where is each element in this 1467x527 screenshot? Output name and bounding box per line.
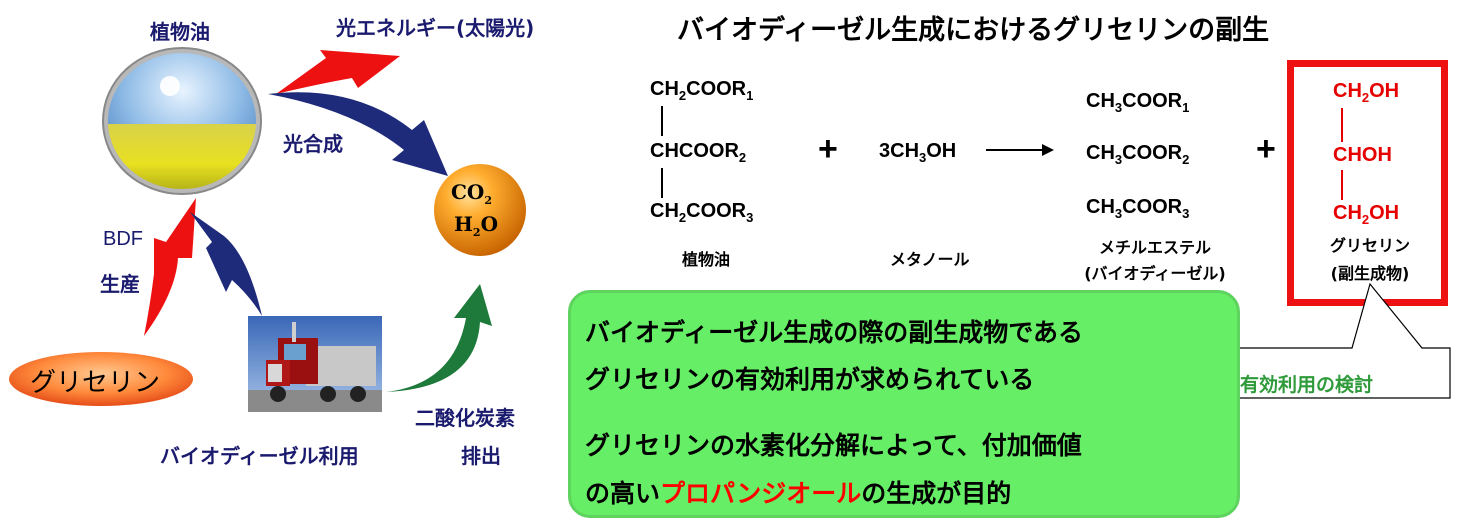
glycerin-line3: CH2OH <box>1333 202 1400 227</box>
methanol-formula: 3CH3OH <box>879 140 957 165</box>
ester-line2: CH3COOR2 <box>1086 142 1190 167</box>
reactant-line2: CHCOOR2 <box>650 140 747 165</box>
sunlight-label: 光エネルギー(太陽光) <box>336 16 535 40</box>
glycerin-label-1: グリセリン <box>1329 236 1410 255</box>
co2-emission-label-line2: 排出 <box>461 444 501 468</box>
h2o-formula: H2O <box>454 212 498 239</box>
ester-label-2: (バイオディーゼル) <box>1084 264 1226 283</box>
methanol-label: メタノール <box>890 250 970 269</box>
reaction-arrow-icon <box>986 144 1054 156</box>
summary-box <box>568 290 1240 518</box>
glycerin-bond-1 <box>1341 108 1343 142</box>
summary-line2: グリセリンの有効利用が求められている <box>585 365 1035 394</box>
glycerin-line1: CH2OH <box>1333 80 1400 105</box>
ester-line1: CH3COOR1 <box>1086 90 1190 115</box>
co2-formula: CO2 <box>451 180 492 207</box>
callout-label: 有効利用の検討 <box>1240 374 1374 396</box>
ester-label-1: メチルエステル <box>1098 238 1211 257</box>
propanediol-highlight: プロパンジオール <box>660 479 862 508</box>
reactant-bond-2 <box>661 168 663 198</box>
glycerin-line2: CHOH <box>1333 144 1392 166</box>
glycerin-bond-2 <box>1341 170 1343 200</box>
photosynthesis-arrow-icon <box>268 92 448 176</box>
rapeseed-field-image <box>102 47 262 195</box>
co2-emission-arrow-icon <box>386 284 492 392</box>
callout-bubble <box>1233 282 1451 399</box>
glycerin-oval <box>9 352 193 406</box>
reaction-title: バイオディーゼル生成におけるグリセリンの副生 <box>677 15 1270 46</box>
reactant-line3: CH2COOR3 <box>650 200 754 225</box>
reactant-label: 植物油 <box>682 250 731 269</box>
photosynthesis-label: 光合成 <box>283 132 343 156</box>
summary-line1: バイオディーゼル生成の際の副生成物である <box>585 318 1084 347</box>
production-label: 生産 <box>100 272 140 296</box>
bdf-label: BDF <box>103 228 143 250</box>
summary-line4: の高いプロパンジオールの生成が目的 <box>585 479 1012 508</box>
ester-line3: CH3COOR3 <box>1086 196 1190 221</box>
plus-sign-1: + <box>818 130 838 168</box>
reactant-bond-1 <box>661 106 663 136</box>
truck-image <box>248 316 382 412</box>
bdf-production-arrow-icon <box>144 198 262 336</box>
co2-h2o-sphere <box>434 164 526 256</box>
summary-line3: グリセリンの水素化分解によって、付加価値 <box>585 431 1082 460</box>
biodiesel-use-label: バイオディーゼル利用 <box>160 444 359 468</box>
plus-sign-2: + <box>1256 130 1276 168</box>
sunlight-arrow-icon <box>276 50 400 94</box>
plant-oil-label: 植物油 <box>150 20 210 44</box>
co2-emission-label-line1: 二酸化炭素 <box>415 406 515 430</box>
glycerin-label-2: (副生成物) <box>1330 264 1410 283</box>
glycerin-oval-label: グリセリン <box>30 368 161 398</box>
reactant-line1: CH2COOR1 <box>650 78 754 103</box>
